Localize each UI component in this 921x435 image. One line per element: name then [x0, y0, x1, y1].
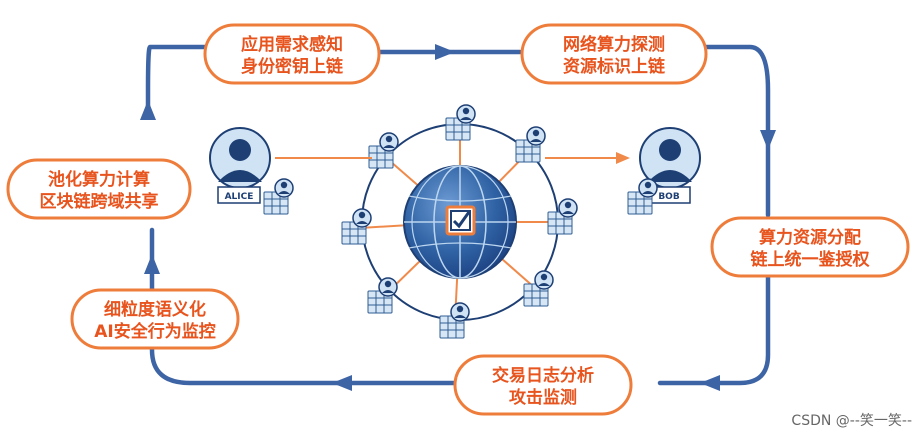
- step-6-line2: 区块链跨域共享: [40, 191, 159, 212]
- step-pill-3: 算力资源分配 链上统一鉴授权: [710, 216, 910, 278]
- step-pill-4: 交易日志分析 攻击监测: [453, 354, 633, 416]
- user-table-icon: [523, 270, 554, 307]
- network-hub: [341, 104, 578, 339]
- step-3-line2: 链上统一鉴授权: [751, 249, 871, 270]
- checkbox-icon: [445, 205, 476, 236]
- actor-bob: BOB: [545, 127, 701, 215]
- user-table-icon: [367, 277, 398, 314]
- step-6-line1: 池化算力计算: [48, 169, 150, 190]
- table-icon: [627, 178, 658, 215]
- step-pill-5: 细粒度语义化 AI安全行为监控: [70, 288, 240, 350]
- arrow-up-icon: [140, 100, 156, 120]
- user-table-icon: [368, 132, 399, 169]
- user-avatar-icon: [209, 127, 271, 189]
- user-table-icon: [341, 208, 372, 245]
- step-pill-2: 网络算力探测 资源标识上链: [520, 23, 708, 85]
- step-3-line1: 算力资源分配: [758, 227, 861, 248]
- process-loop: [140, 44, 776, 391]
- actor-left-label: ALICE: [225, 192, 254, 202]
- arrow-up-icon: [144, 254, 160, 274]
- step-4-line1: 交易日志分析: [492, 365, 594, 386]
- step-5-line2: AI安全行为监控: [94, 321, 215, 342]
- arrow-right-icon: [616, 152, 630, 164]
- arrow-right-icon: [435, 44, 455, 60]
- watermark: CSDN @--笑一笑--: [791, 413, 912, 429]
- step-1-line2: 身份密钥上链: [241, 56, 344, 77]
- user-table-icon: [445, 104, 476, 141]
- table-icon: [263, 178, 294, 215]
- user-table-icon: [515, 126, 546, 163]
- step-pill-1: 应用需求感知 身份密钥上链: [203, 23, 381, 85]
- user-table-icon: [547, 198, 578, 235]
- step-2-line1: 网络算力探测: [563, 34, 665, 55]
- step-pill-6: 池化算力计算 区块链跨域共享: [6, 158, 192, 220]
- step-2-line2: 资源标识上链: [563, 56, 666, 77]
- actor-alice: ALICE: [209, 127, 372, 215]
- arrow-left-icon: [700, 375, 720, 391]
- user-table-icon: [439, 302, 470, 339]
- step-5-line1: 细粒度语义化: [104, 299, 206, 320]
- arrow-down-icon: [760, 130, 776, 150]
- step-1-line1: 应用需求感知: [241, 34, 343, 55]
- arrow-left-icon: [332, 375, 352, 391]
- user-avatar-icon: [639, 127, 701, 189]
- step-4-line2: 攻击监测: [509, 387, 577, 408]
- actor-right-label: BOB: [658, 192, 680, 202]
